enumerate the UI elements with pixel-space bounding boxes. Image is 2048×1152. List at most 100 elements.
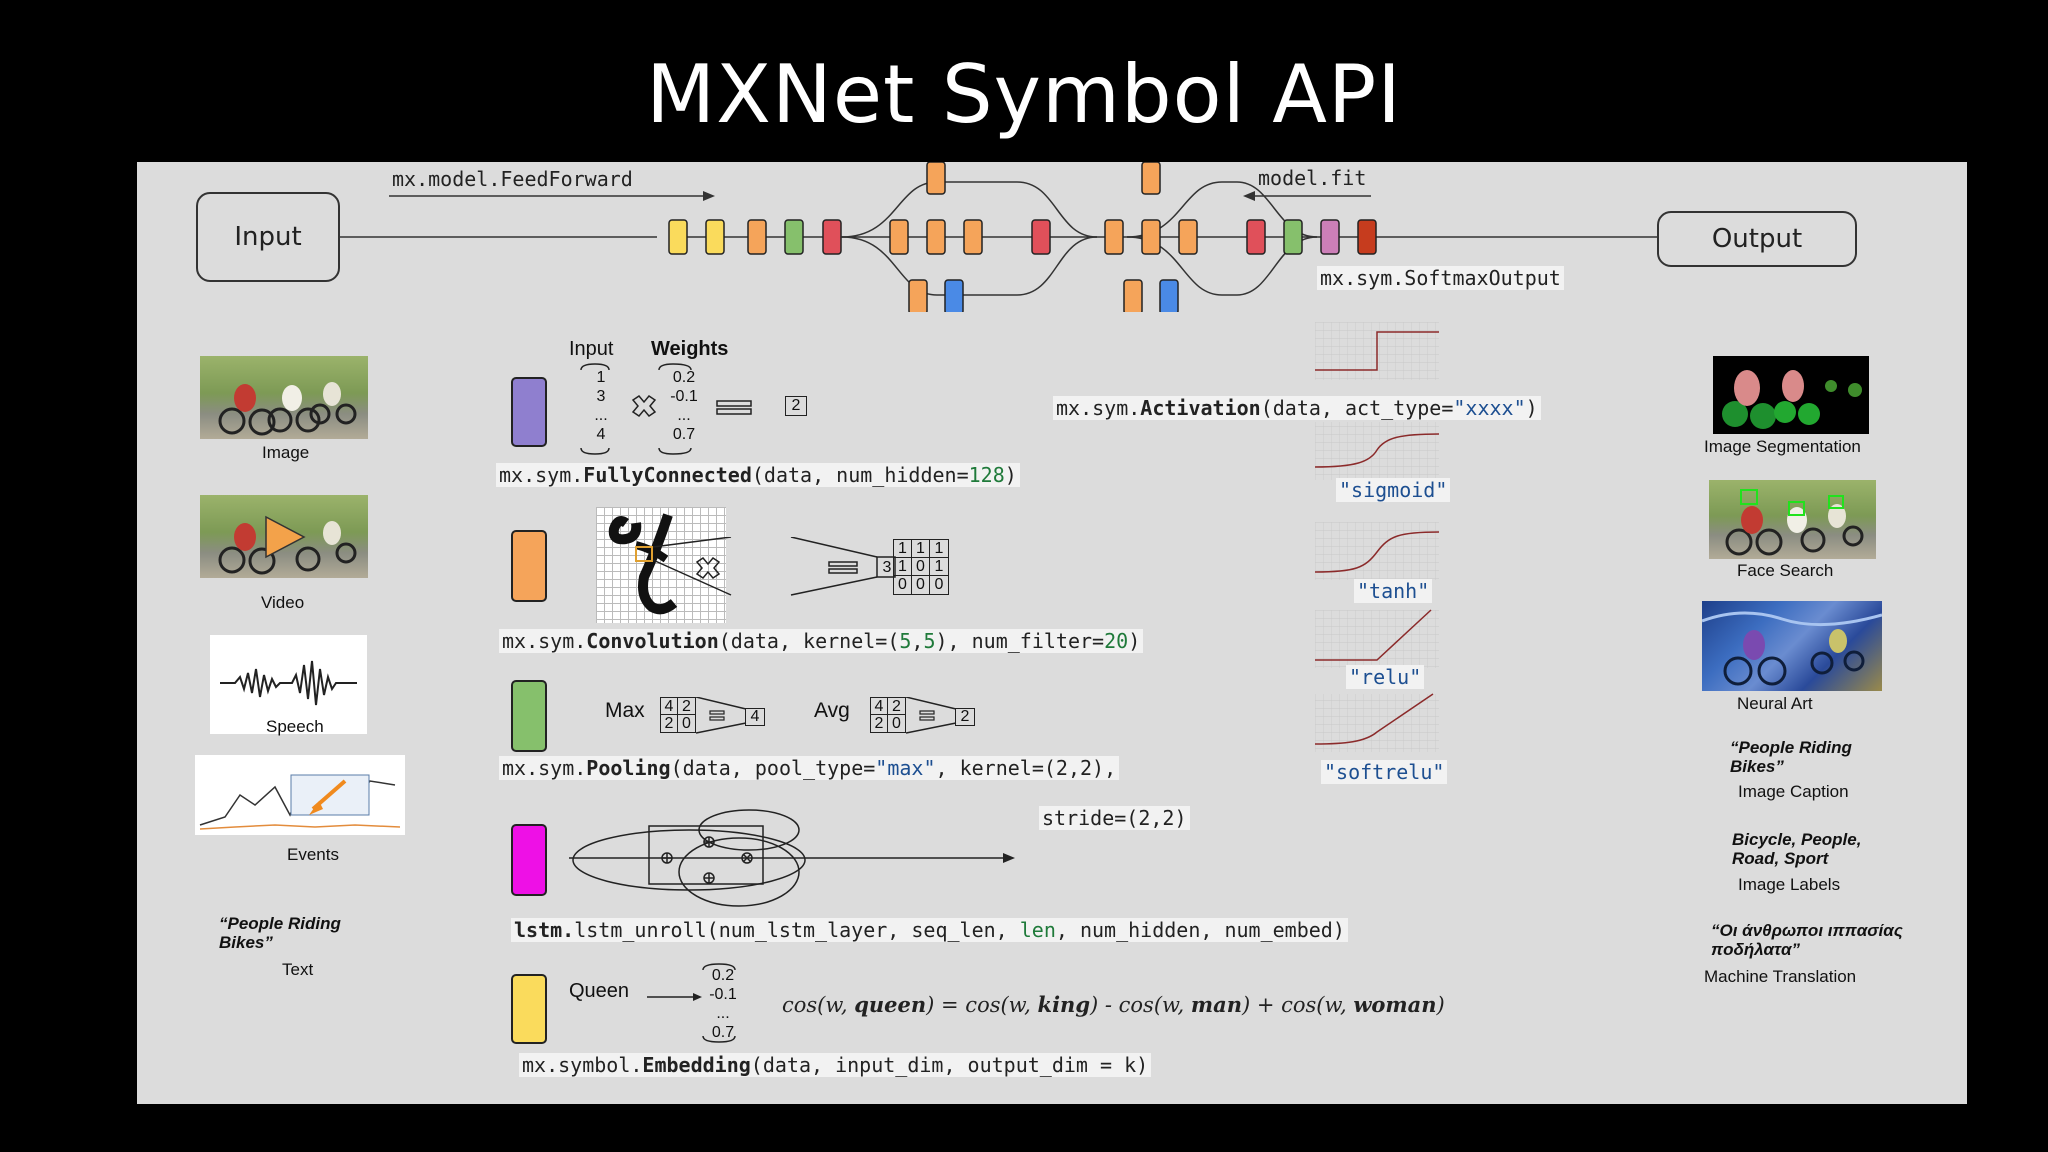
layer-node bbox=[1159, 279, 1179, 312]
layer-node bbox=[908, 279, 928, 312]
layer-node bbox=[1178, 219, 1198, 255]
output-label-labels: Image Labels bbox=[1738, 875, 1841, 894]
caption-quote: “People Riding Bikes” bbox=[1730, 738, 1852, 776]
layer-node bbox=[1141, 162, 1161, 195]
pool-max-label: Max bbox=[605, 699, 645, 722]
pool-layer-block bbox=[511, 680, 547, 752]
output-label-segmentation: Image Segmentation bbox=[1704, 437, 1861, 456]
pool-avg-grid: 4 2 2 0 bbox=[870, 697, 906, 733]
lstm-cell-diagram bbox=[569, 809, 1015, 907]
pool-avg-label: Avg bbox=[814, 699, 850, 722]
activation-type-relu: "relu" bbox=[1346, 665, 1425, 689]
fc-brackets bbox=[580, 363, 692, 455]
activation-type-sigmoid: "sigmoid" bbox=[1336, 478, 1451, 502]
input-label-image: Image bbox=[262, 443, 310, 462]
pool-max-grid: 4 2 2 0 bbox=[660, 697, 696, 733]
embed-word: Queen bbox=[569, 980, 630, 1002]
digit-grid bbox=[596, 507, 726, 623]
labels-quote: Bicycle, People, Road, Sport bbox=[1732, 830, 1862, 868]
pool-max-projection bbox=[696, 697, 747, 734]
layer-node bbox=[926, 162, 946, 195]
sigmoid-plot bbox=[1315, 422, 1440, 480]
pool-avg-result: 2 bbox=[955, 708, 975, 726]
lstm-code: lstm.lstm_unroll(num_lstm_layer, seq_len… bbox=[511, 918, 1348, 942]
conv-kernel: 1 1 1 1 0 1 0 0 0 bbox=[893, 539, 949, 595]
neural-art-thumbnail bbox=[1702, 601, 1882, 691]
relu-plot bbox=[1315, 609, 1439, 668]
diagram-panel: Input Output mx.model.FeedForward model.… bbox=[137, 162, 1967, 1104]
input-label-speech: Speech bbox=[266, 717, 324, 736]
pool-avg-projection bbox=[906, 697, 957, 734]
layer-node bbox=[822, 219, 842, 255]
layer-node bbox=[1123, 279, 1143, 312]
text-input-quote: “People Riding Bikes” bbox=[219, 914, 341, 952]
layer-node bbox=[944, 279, 964, 312]
conv-projection bbox=[652, 537, 896, 596]
embed-code: mx.symbol.Embedding(data, input_dim, out… bbox=[519, 1053, 1152, 1077]
conv-result: 3 bbox=[882, 559, 892, 576]
equals-icon bbox=[828, 561, 858, 567]
speech-waveform bbox=[210, 635, 367, 734]
fc-input-header: Input bbox=[569, 338, 614, 360]
softrelu-plot bbox=[1315, 693, 1439, 752]
feedforward-code: mx.model.FeedForward bbox=[392, 167, 633, 191]
fc-code: mx.sym.FullyConnected(data, num_hidden=1… bbox=[496, 463, 1020, 487]
equals-icon bbox=[919, 710, 935, 715]
input-label-video: Video bbox=[261, 593, 305, 612]
fc-weights-header: Weights bbox=[651, 338, 729, 360]
layer-node bbox=[1246, 219, 1266, 255]
output-label-caption: Image Caption bbox=[1738, 782, 1849, 801]
output-label-face-search: Face Search bbox=[1737, 561, 1834, 580]
embed-vector: 0.2-0.1...0.7 bbox=[709, 967, 737, 1041]
layer-node bbox=[1031, 219, 1051, 255]
equals-icon bbox=[716, 400, 752, 407]
layer-node bbox=[1141, 219, 1161, 255]
activation-plots bbox=[1315, 322, 1440, 668]
layer-node bbox=[1357, 219, 1377, 255]
softmax-code: mx.sym.SoftmaxOutput bbox=[1317, 266, 1564, 290]
embed-layer-block bbox=[511, 974, 547, 1044]
video-thumbnail bbox=[200, 495, 368, 578]
output-label-neural-art: Neural Art bbox=[1737, 694, 1813, 713]
fc-layer-block bbox=[511, 377, 547, 447]
image-thumbnail bbox=[200, 356, 368, 439]
fc-weight-vector: 0.2-0.1...0.7 bbox=[670, 369, 698, 443]
conv-layer-block bbox=[511, 530, 547, 602]
equals-icon bbox=[709, 710, 725, 715]
layer-node bbox=[1320, 219, 1340, 255]
fc-multiply-equals bbox=[631, 395, 752, 417]
input-label-text: Text bbox=[282, 960, 314, 979]
network-pipeline bbox=[337, 162, 1657, 312]
fc-result: 2 bbox=[785, 396, 807, 416]
embed-arrow bbox=[647, 963, 736, 1043]
tanh-plot bbox=[1315, 522, 1440, 580]
multiply-icon bbox=[695, 557, 721, 579]
layer-node bbox=[963, 219, 983, 255]
layer-node bbox=[1104, 219, 1124, 255]
output-label-translation: Machine Translation bbox=[1704, 967, 1857, 986]
multiply-icon bbox=[631, 395, 657, 417]
face-search-thumbnail bbox=[1709, 480, 1876, 559]
layer-node bbox=[784, 219, 804, 255]
layer-node bbox=[668, 219, 688, 255]
activation-type-softrelu: "softrelu" bbox=[1321, 760, 1448, 784]
layer-node bbox=[747, 219, 767, 255]
pool-code-stride: stride=(2,2) bbox=[1039, 806, 1190, 830]
output-node: Output bbox=[1657, 211, 1857, 267]
events-chart bbox=[195, 755, 405, 835]
activation-code: mx.sym.Activation(data, act_type="xxxx") bbox=[1053, 396, 1541, 420]
input-label-events: Events bbox=[287, 845, 339, 864]
layer-node bbox=[1283, 219, 1303, 255]
pool-code: mx.sym.Pooling(data, pool_type="max", ke… bbox=[499, 756, 1120, 780]
page-title: MXNet Symbol API bbox=[646, 48, 1402, 141]
play-icon bbox=[265, 515, 306, 559]
conv-code: mx.sym.Convolution(data, kernel=(5,5), n… bbox=[499, 629, 1144, 653]
pool-max-result: 4 bbox=[745, 708, 765, 726]
translation-quote: “Οι άνθρωποι ιππασίας ποδήλατα” bbox=[1711, 921, 1903, 959]
lstm-layer-block bbox=[511, 824, 547, 896]
segmentation-thumbnail bbox=[1713, 356, 1869, 434]
embedding-formula: cos(w, queen) = cos(w, king) - cos(w, ma… bbox=[782, 992, 1445, 1017]
activation-type-tanh: "tanh" bbox=[1354, 579, 1433, 603]
layer-node bbox=[889, 219, 909, 255]
